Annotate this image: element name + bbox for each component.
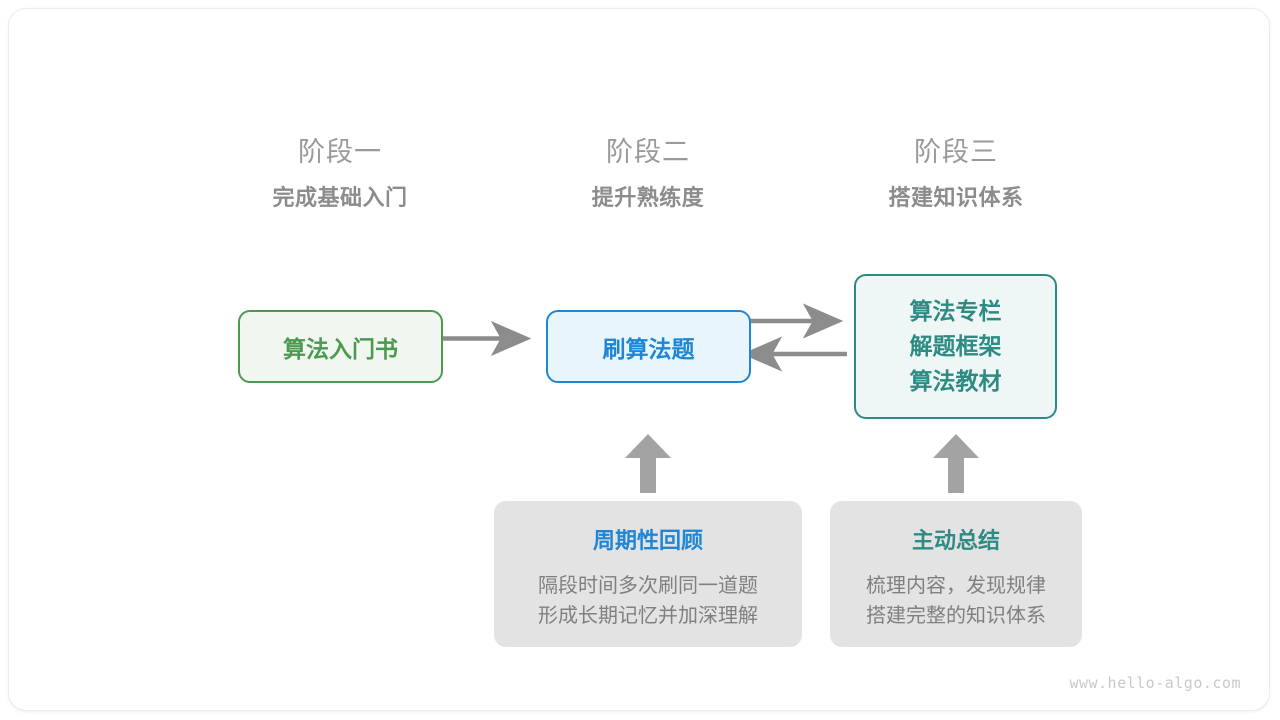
stage-label-2: 阶段二 (606, 137, 690, 167)
node-label-resources-line-2: 解题框架 (909, 333, 1002, 359)
arrow-summary-to-resources (933, 434, 979, 493)
diagram-card: 阶段一 完成基础入门 阶段二 提升熟练度 阶段三 搭建知识体系 算法入门书 刷算… (8, 8, 1270, 711)
tip-title-active-summary: 主动总结 (911, 528, 1000, 553)
stage-header-2: 阶段二 提升熟练度 (518, 135, 778, 213)
tip-body-line-2: 形成长期记忆并加深理解 (538, 605, 758, 627)
stage-header-3: 阶段三 搭建知识体系 (826, 135, 1086, 213)
node-practice-problems[interactable]: 刷算法题 (546, 310, 751, 383)
node-label-book: 算法入门书 (283, 335, 398, 362)
tip-body-active-summary: 梳理内容，发现规律 搭建完整的知识体系 (830, 571, 1082, 631)
watermark-url: www.hello-algo.com (1069, 674, 1241, 692)
tip-body-line-1: 隔段时间多次刷同一道题 (538, 575, 758, 597)
stage-label-3: 阶段三 (914, 137, 998, 167)
node-learning-resources[interactable]: 算法专栏 解题框架 算法教材 (854, 274, 1057, 419)
tip-card-periodic-review[interactable]: 周期性回顾 隔段时间多次刷同一道题 形成长期记忆并加深理解 (494, 501, 802, 647)
node-algorithm-intro-book[interactable]: 算法入门书 (238, 310, 443, 383)
tip-card-active-summary[interactable]: 主动总结 梳理内容，发现规律 搭建完整的知识体系 (830, 501, 1082, 647)
tip-body-line-1: 梳理内容，发现规律 (866, 575, 1046, 597)
node-label-practice: 刷算法题 (602, 335, 695, 362)
stage-subtitle-1: 完成基础入门 (272, 185, 408, 210)
tip-body-line-2: 搭建完整的知识体系 (866, 605, 1046, 627)
arrow-review-to-practice (625, 434, 671, 493)
node-label-resources-line-1: 算法专栏 (909, 298, 1002, 324)
stage-subtitle-3: 搭建知识体系 (888, 185, 1024, 210)
tip-title-periodic-review: 周期性回顾 (592, 528, 703, 553)
stage-header-1: 阶段一 完成基础入门 (210, 135, 470, 213)
tip-body-periodic-review: 隔段时间多次刷同一道题 形成长期记忆并加深理解 (494, 571, 802, 631)
stage-label-1: 阶段一 (298, 137, 382, 167)
stage-subtitle-2: 提升熟练度 (591, 185, 705, 210)
node-label-resources-line-3: 算法教材 (909, 368, 1002, 394)
